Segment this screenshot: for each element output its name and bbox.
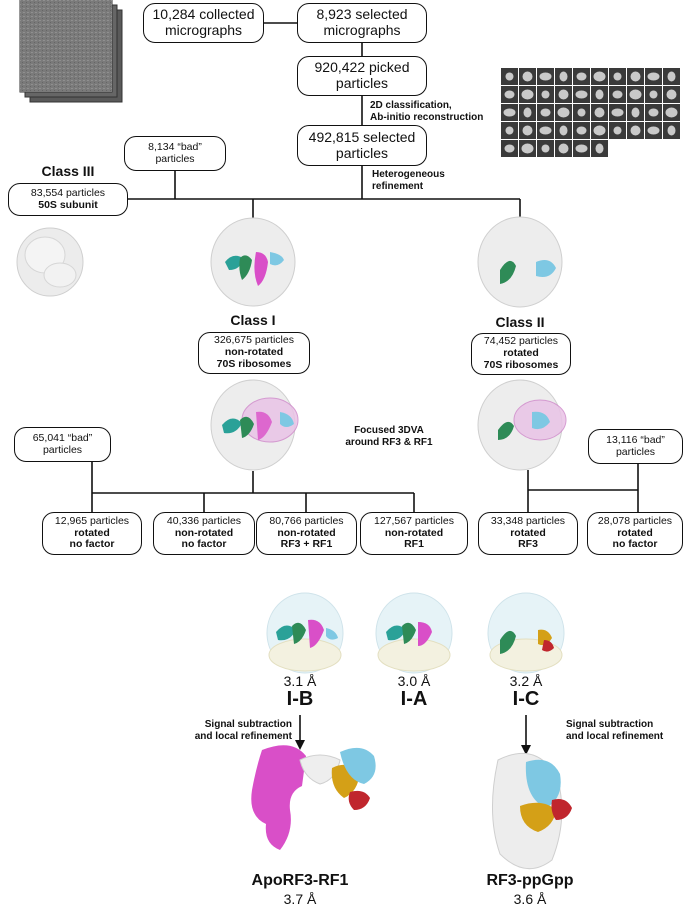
class2-count: 74,452 particles: [483, 335, 559, 348]
class3-count: 83,554 particles: [30, 186, 106, 199]
selected-particles-line2: particles: [335, 144, 389, 161]
ib-map-icon: [266, 592, 344, 674]
selected-mic-line1: 8,923 selected: [316, 6, 408, 23]
subclass-5-desc1: rotated: [510, 526, 546, 539]
subclass-3-count: 80,766 particles: [269, 514, 344, 527]
signal-subtraction-left-label: Signal subtraction and local refinement: [168, 719, 292, 743]
subclass-4-count: 127,567 particles: [374, 514, 454, 527]
subclass-box-2: 40,336 particles non-rotated no factor: [153, 512, 255, 555]
ia-name: I-A: [400, 688, 428, 710]
class2-3dva-map-icon: [477, 379, 567, 471]
micrograph-stack-icon: [19, 0, 123, 103]
subclass-2-desc1: non-rotated: [174, 526, 234, 539]
class1-map-icon: [210, 217, 296, 307]
heterogeneous-refinement-label: Heterogeneous refinement: [372, 169, 445, 193]
ic-name: I-C: [512, 688, 540, 710]
heterogeneous-line2: refinement: [372, 181, 424, 192]
selected-mic-line2: micrographs: [323, 22, 401, 38]
ic-resolution: 3.2 Å: [509, 673, 543, 689]
classification-2d-line2: Ab-initio reconstruction: [370, 112, 484, 123]
class2-desc1: rotated: [503, 347, 539, 360]
subclass-6-desc1: rotated: [617, 526, 653, 539]
class1-desc2: 70S ribosomes: [216, 357, 292, 370]
ib-name: I-B: [286, 688, 314, 710]
focused-3dva-line2: around RF3 & RF1: [345, 437, 433, 448]
bad-class1-line2: particles: [42, 443, 83, 456]
aporf3-rf1-resolution: 3.7 Å: [283, 891, 317, 907]
subclass-2-desc2: no factor: [181, 538, 227, 551]
subclass-3-desc2: RF3 + RF1: [280, 538, 333, 551]
class3-title: Class III: [41, 163, 95, 179]
collected-line2: micrographs: [164, 22, 243, 38]
subclass-box-1: 12,965 particles rotated no factor: [42, 512, 142, 555]
subclass-box-5: 33,348 particles rotated RF3: [478, 512, 578, 555]
signal-right-line1: Signal subtraction: [566, 719, 654, 730]
bad-particles-box-class2: 13,116 “bad” particles: [588, 429, 683, 464]
classification-2d-line1: 2D classification,: [370, 100, 452, 111]
bad1-line1: 8,134 “bad”: [148, 140, 202, 153]
subclass-3-desc1: non-rotated: [277, 526, 336, 539]
class1-desc1: non-rotated: [224, 346, 284, 359]
aporf3-rf1-map-icon: [251, 745, 376, 850]
subclass-2-count: 40,336 particles: [166, 514, 242, 527]
selected-micrographs-box: 8,923 selected micrographs: [297, 3, 427, 43]
ia-resolution: 3.0 Å: [397, 673, 431, 689]
collected-line1: 10,284 collected: [152, 6, 255, 23]
subclass-5-count: 33,348 particles: [490, 514, 566, 527]
bad-class2-line1: 13,116 “bad”: [606, 433, 665, 446]
subclass-6-count: 28,078 particles: [597, 514, 673, 527]
ib-resolution: 3.1 Å: [283, 673, 317, 689]
subclass-1-desc1: rotated: [74, 526, 110, 539]
bad-particles-box-1: 8,134 “bad” particles: [124, 136, 226, 171]
focused-3dva-label: Focused 3DVA around RF3 & RF1: [334, 425, 444, 449]
picked-particles-box: 920,422 picked particles: [297, 56, 427, 96]
selected-particles-line1: 492,815 selected: [308, 128, 416, 145]
bad-class2-line2: particles: [615, 445, 656, 458]
bad-particles-box-class1: 65,041 “bad” particles: [14, 427, 111, 462]
selected-particles-box: 492,815 selected particles: [297, 125, 427, 166]
subclass-box-4: 127,567 particles non-rotated RF1: [360, 512, 468, 555]
signal-right-line2: and local refinement: [566, 731, 664, 742]
ia-map-icon: [375, 592, 453, 674]
aporf3-rf1-name: ApoRF3-RF1: [251, 872, 349, 889]
class2-desc2: 70S ribosomes: [483, 358, 559, 371]
subclass-4-desc2: RF1: [404, 538, 424, 551]
rf3-ppgpp-name: RF3-ppGpp: [486, 872, 574, 889]
rf3-ppgpp-resolution: 3.6 Å: [513, 891, 547, 907]
class3-box: 83,554 particles 50S subunit: [8, 183, 128, 216]
subclass-4-desc1: non-rotated: [384, 526, 444, 539]
focused-3dva-line1: Focused 3DVA: [354, 425, 424, 436]
class1-count: 326,675 particles: [214, 334, 294, 347]
class2-box: 74,452 particles rotated 70S ribosomes: [471, 333, 571, 375]
classification-2d-label: 2D classification, Ab-initio reconstruct…: [370, 100, 483, 124]
bad1-line2: particles: [155, 152, 195, 165]
picked-line1: 920,422 picked: [314, 59, 410, 76]
class3-map-icon: [16, 227, 84, 297]
bad-class1-line1: 65,041 “bad”: [32, 431, 93, 444]
2d-class-averages-icon: [501, 68, 680, 157]
signal-left-line1: Signal subtraction: [204, 719, 292, 730]
class2-title: Class II: [495, 314, 545, 330]
heterogeneous-line1: Heterogeneous: [372, 169, 445, 180]
signal-subtraction-right-label: Signal subtraction and local refinement: [566, 719, 663, 743]
subclass-box-6: 28,078 particles rotated no factor: [587, 512, 683, 555]
class1-3dva-map-icon: [210, 379, 299, 471]
ic-map-icon: [487, 592, 565, 674]
subclass-1-desc2: no factor: [69, 538, 115, 551]
class2-map-icon: [477, 216, 563, 308]
subclass-5-desc2: RF3: [518, 538, 538, 551]
picked-line2: particles: [335, 75, 389, 91]
class1-box: 326,675 particles non-rotated 70S riboso…: [198, 332, 310, 374]
subclass-box-3: 80,766 particles non-rotated RF3 + RF1: [256, 512, 357, 555]
class1-title: Class I: [230, 312, 276, 328]
collected-micrographs-box: 10,284 collected micrographs: [143, 3, 264, 43]
subclass-6-desc2: no factor: [612, 538, 658, 551]
rf3-ppgpp-map-icon: [492, 752, 572, 870]
class3-desc: 50S subunit: [38, 198, 98, 211]
subclass-1-count: 12,965 particles: [54, 514, 130, 527]
signal-left-line2: and local refinement: [194, 731, 292, 742]
